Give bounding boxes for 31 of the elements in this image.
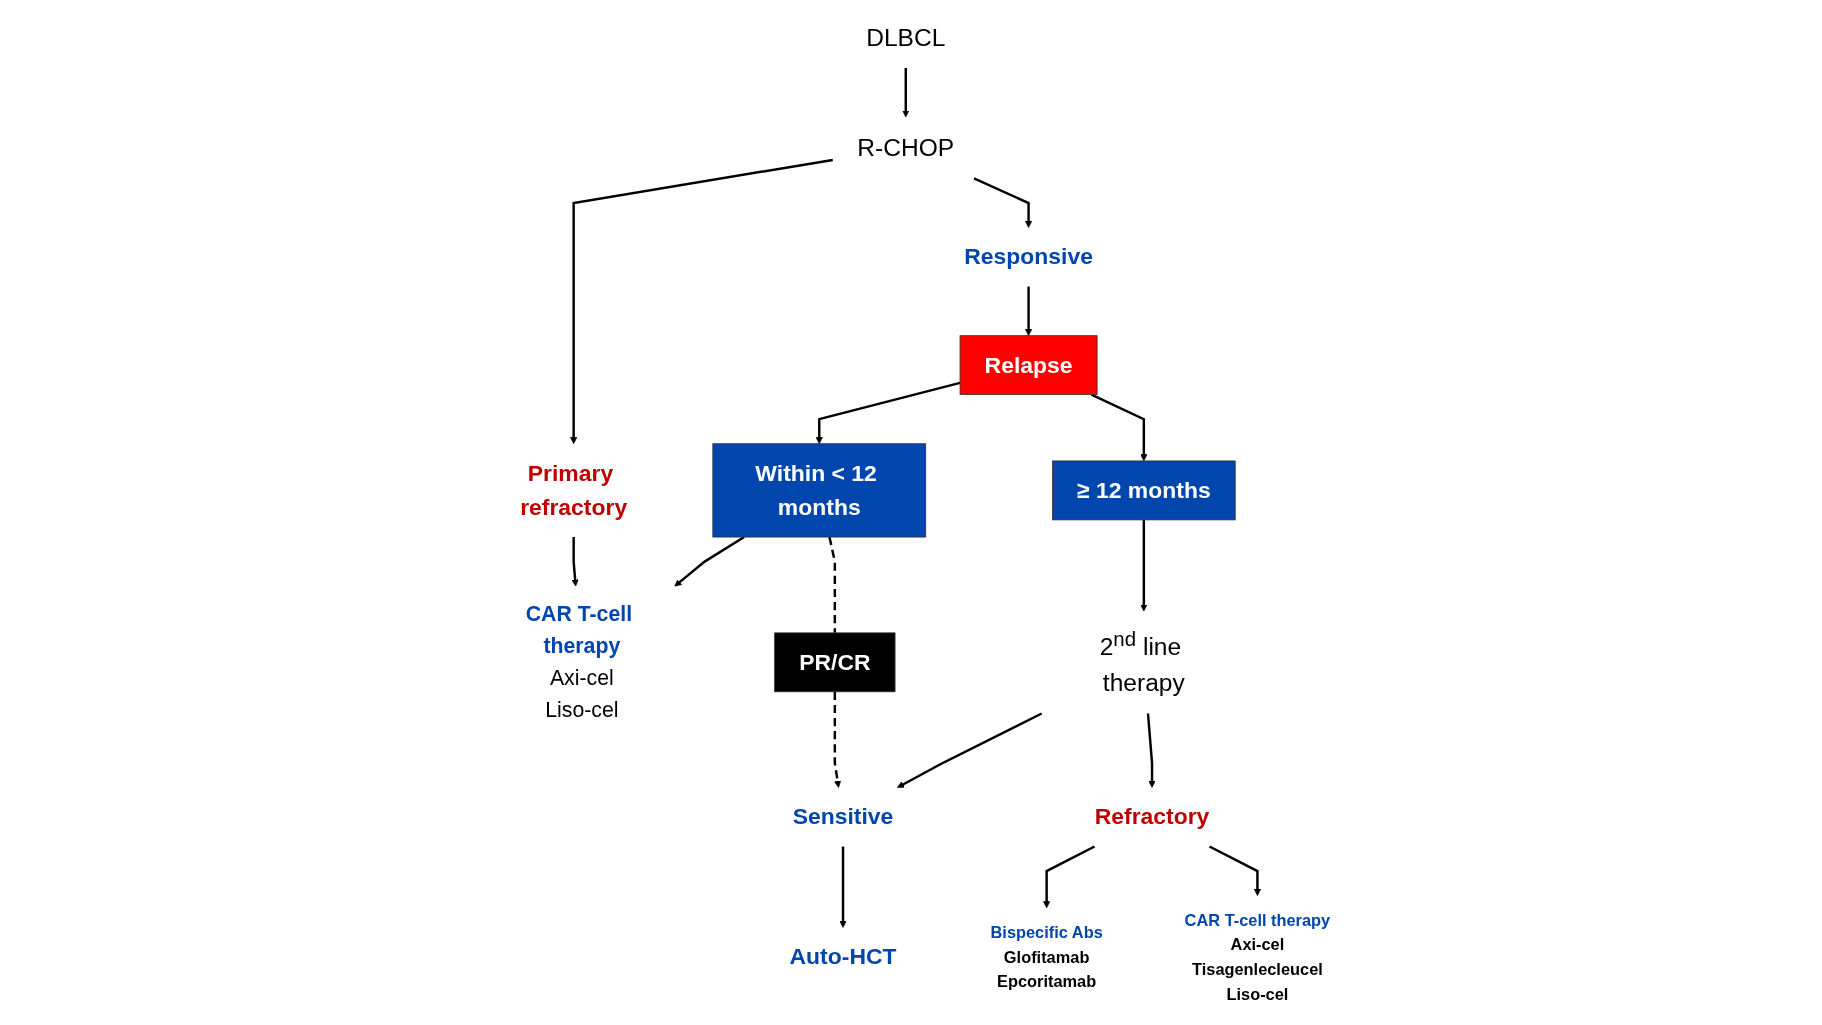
arrow	[902, 67, 910, 118]
connector	[828, 536, 837, 633]
node-box: PR/CR	[774, 632, 896, 693]
node-text: R-CHOP	[857, 134, 955, 162]
arrow	[1024, 286, 1033, 336]
node-text: Refractory	[1094, 803, 1210, 830]
node-text: DLBCL	[866, 23, 946, 51]
arrow	[571, 537, 579, 587]
node-box: Relapse	[959, 335, 1098, 396]
node-text: Sensitive	[792, 803, 894, 830]
node-box: ≥ 12 months	[1052, 460, 1236, 521]
node-text: Auto-HCT	[789, 943, 897, 970]
node-box: Within < 12 months	[712, 443, 927, 538]
arrow	[674, 536, 745, 587]
node-text: CAR T-cell therapy Axi-cel Tisagenlecleucel Liso-cel	[1184, 911, 1331, 1003]
arrow	[570, 158, 833, 445]
node-text: Primary refractory	[520, 460, 628, 520]
node-text: CAR T-cell therapy Axi-cel Liso-cel	[525, 601, 633, 723]
arrow	[1208, 845, 1261, 896]
arrow	[897, 712, 1043, 788]
arrow	[839, 846, 847, 928]
node-text: 2$^{nd}$ line therapy	[1099, 626, 1185, 697]
arrow	[1140, 519, 1148, 612]
arrow	[815, 381, 961, 445]
node-text: Responsive	[964, 243, 1093, 270]
arrow	[833, 691, 842, 788]
arrow	[1146, 713, 1156, 788]
arrow	[1090, 393, 1148, 462]
arrow	[1043, 845, 1096, 909]
arrow	[973, 177, 1033, 228]
node-text: Bispecific Abs Glofitamab Epcoritamab	[990, 923, 1103, 991]
